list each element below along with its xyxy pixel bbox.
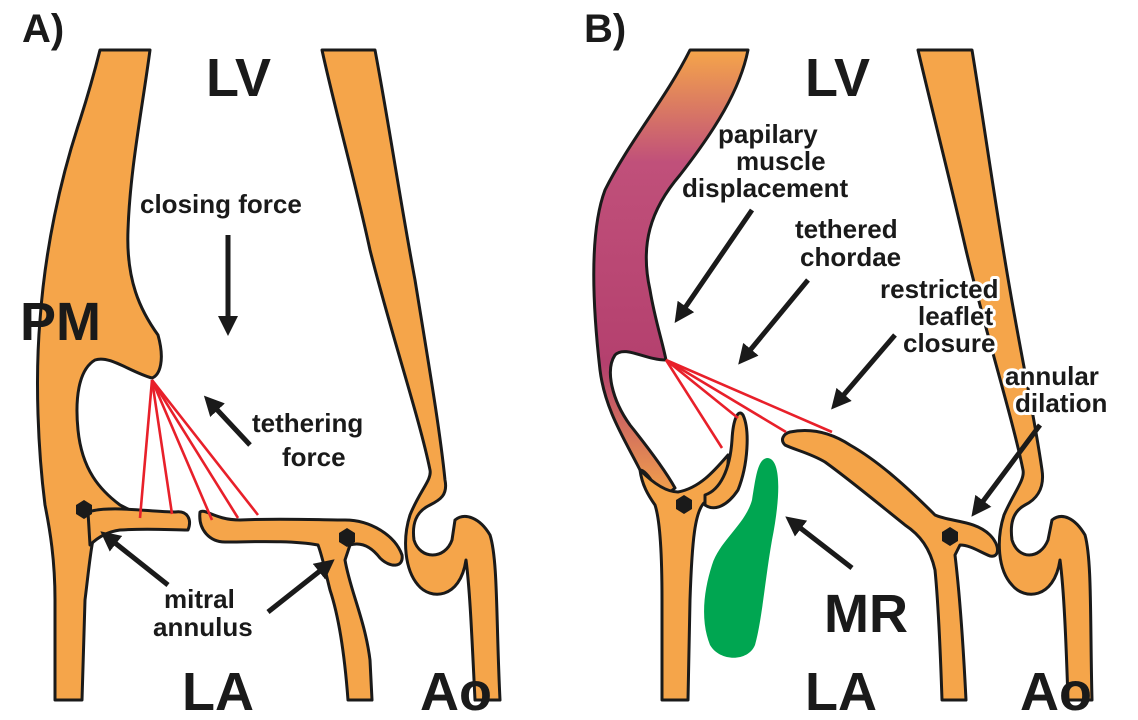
panel-a-tag: A) <box>22 7 64 51</box>
left-ventricle-wall-with-papillary-muscle <box>38 50 162 700</box>
mitral-annulus-label-line1: mitral <box>164 584 235 614</box>
mitral-annulus-arrow-left <box>105 535 168 585</box>
restricted-closure-label-line1: restricted <box>880 274 999 304</box>
panel-b-la-label: LA <box>805 662 877 720</box>
panel-a-lv-label: LV <box>206 48 271 108</box>
panel-a-pm-label: PM <box>20 292 101 352</box>
tethered-chordae-arrow <box>742 280 808 360</box>
panel-b-ao-label: Ao <box>1020 662 1092 720</box>
panel-b: B) LV papilary muscle displacement tethe… <box>584 7 1107 720</box>
tethered-chordae-label-line1: tethered <box>795 214 898 244</box>
mr-label: MR <box>824 584 908 644</box>
chordae-tendineae <box>140 380 258 520</box>
panel-b-tag: B) <box>584 7 626 51</box>
annular-dilation-label-line1: annular <box>1005 361 1099 391</box>
tethering-force-arrow <box>208 400 250 445</box>
tethering-force-label-line2: force <box>282 442 346 472</box>
anterior-mitral-leaflet-restricted <box>783 431 998 700</box>
restricted-closure-label-line2: leaflet <box>918 301 993 331</box>
annular-dilation-label-line2: dilation <box>1015 388 1107 418</box>
panel-a: A) LV PM closing force tethering force m… <box>20 7 500 720</box>
mr-arrow <box>790 520 852 568</box>
mitral-annulus-label-line2: annulus <box>153 612 253 642</box>
displaced-papillary-muscle-wall <box>594 50 748 500</box>
papillary-label-line1: papilary <box>718 119 818 149</box>
restricted-closure-arrow <box>835 335 895 405</box>
mitral-annulus-arrow-right <box>268 563 330 612</box>
panel-b-lv-label: LV <box>805 48 870 108</box>
panel-a-la-label: LA <box>182 662 254 720</box>
restricted-closure-label-line3: closure <box>903 328 996 358</box>
closing-force-label: closing force <box>140 189 302 219</box>
papillary-label-line3: displacement <box>682 173 849 203</box>
papillary-label-line2: muscle <box>736 146 826 176</box>
anterior-mitral-leaflet <box>88 509 189 545</box>
panel-a-ao-label: Ao <box>420 662 492 720</box>
tethered-chordae-label-line2: chordae <box>800 242 901 272</box>
papillary-displacement-arrow <box>678 210 752 318</box>
tethering-force-label-line1: tethering <box>252 408 363 438</box>
